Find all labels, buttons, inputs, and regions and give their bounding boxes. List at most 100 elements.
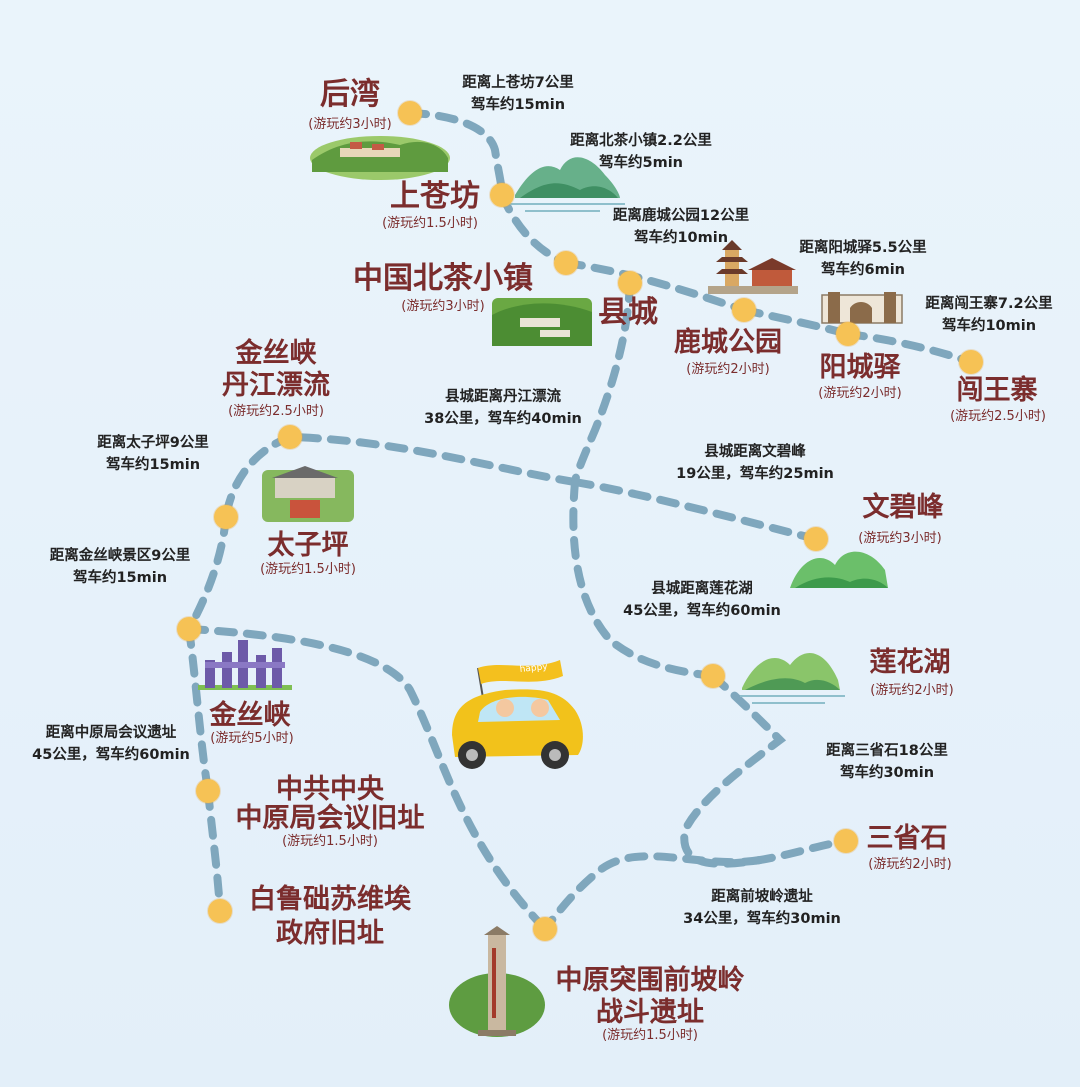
village-icon — [262, 466, 354, 522]
distance-line2: 驾车约15min — [105, 457, 201, 474]
distance-line1: 距离上苍坊7公里 — [462, 75, 574, 91]
spot-houwan-name: 后湾 — [320, 77, 380, 112]
car-icon — [452, 660, 583, 769]
spot-jinsixia-rafting-name2: 丹江漂流 — [222, 370, 330, 401]
spot-wenbifeng-name: 文碧峰 — [862, 492, 944, 523]
spot-qianpoling-duration: (游玩约1.5小时) — [602, 1028, 698, 1043]
car-flag-text: happy — [519, 662, 549, 675]
distance-label: 距离金丝峡景区9公里 驾车约15min — [50, 545, 191, 590]
village-icon — [310, 136, 450, 180]
dot-bailu — [208, 899, 232, 923]
distance-label: 县城距离文碧峰 19公里，驾车约25min — [676, 441, 834, 486]
distance-line1: 距离前坡岭遗址 — [711, 889, 813, 905]
distance-line2: 驾车约10min — [633, 230, 729, 247]
distance-line2: 驾车约10min — [941, 318, 1037, 335]
dot-wenbifeng — [804, 527, 828, 551]
distance-label: 距离鹿城公园12公里 驾车约10min — [613, 205, 749, 250]
route-sanshengshi-qianpoling — [541, 852, 764, 933]
distance-line2: 19公里，驾车约25min — [676, 466, 834, 483]
spot-shangcangfang-name: 上苍坊 — [390, 179, 480, 214]
spot-lianhuahu-name: 莲花湖 — [869, 647, 951, 678]
distance-line2: 34公里，驾车约30min — [683, 911, 841, 928]
distance-label: 县城距离丹江漂流 38公里，驾车约40min — [424, 386, 582, 431]
distance-line1: 距离鹿城公园12公里 — [612, 208, 750, 224]
spot-taiziping-duration: (游玩约1.5小时) — [260, 562, 356, 577]
distance-label: 距离北茶小镇2.2公里 驾车约5min — [570, 130, 712, 175]
distance-line1: 距离太子坪9公里 — [97, 435, 209, 451]
route-beicha-luchengpark — [562, 259, 748, 314]
distance-label: 距离上苍坊7公里 驾车约15min — [462, 72, 574, 117]
route-danjiang — [286, 433, 579, 486]
spot-bailu-name2: 政府旧址 — [276, 918, 384, 949]
distance-line2: 驾车约15min — [470, 97, 566, 114]
spot-luchengpark-duration: (游玩约2小时) — [686, 362, 770, 377]
dot-qianpoling — [533, 917, 557, 941]
spot-chuangwangzhai-duration: (游玩约2.5小时) — [950, 409, 1046, 424]
dot-yangchengyi — [836, 322, 860, 346]
dot-chuangwangzhai — [959, 350, 983, 374]
route-lianhuahu — [569, 478, 717, 680]
gate-icon — [821, 292, 903, 324]
dot-shangcangfang — [490, 183, 514, 207]
spot-sanshengshi-duration: (游玩约2小时) — [868, 857, 952, 872]
route-shangcangfang-beicha — [498, 191, 570, 267]
route-wenbifeng — [571, 478, 820, 543]
spot-bailu-name1: 白鲁础苏维埃 — [249, 884, 411, 915]
mountain-icon — [740, 653, 845, 704]
mountain-icon — [790, 551, 888, 588]
distance-line1: 距离北茶小镇2.2公里 — [570, 133, 712, 149]
dot-meeting — [196, 779, 220, 803]
distance-label: 距离闯王寨7.2公里 驾车约10min — [925, 293, 1052, 338]
spot-wenbifeng-duration: (游玩约3小时) — [858, 531, 942, 546]
route-meeting-bailu — [204, 787, 224, 915]
distance-line1: 距离阳城驿5.5公里 — [799, 240, 927, 256]
spot-meeting-duration: (游玩约1.5小时) — [282, 834, 378, 849]
spot-lianhuahu-duration: (游玩约2小时) — [870, 683, 954, 698]
pagoda-icon — [708, 240, 798, 294]
spot-shangcangfang-duration: (游玩约1.5小时) — [382, 216, 478, 231]
dot-jinsixia — [177, 617, 201, 641]
distance-line1: 县城距离文碧峰 — [704, 444, 806, 460]
route-jinsixia-qianpoling — [185, 625, 549, 933]
spot-luchengpark-name: 鹿城公园 — [674, 327, 782, 358]
distance-label: 距离太子坪9公里 驾车约15min — [97, 432, 209, 477]
distance-label: 距离三省石18公里 驾车约30min — [826, 740, 948, 785]
distance-line1: 距离金丝峡景区9公里 — [49, 548, 191, 564]
spot-jinsixia-rafting-name1: 金丝峡 — [235, 338, 317, 369]
spot-meeting-name1: 中共中央 — [276, 774, 384, 805]
spot-yangchengyi-duration: (游玩约2小时) — [818, 386, 902, 401]
spot-beicha-duration: (游玩约3小时) — [401, 299, 485, 314]
dot-lianhuahu — [701, 664, 725, 688]
spot-jinsixia-rafting-duration: (游玩约2.5小时) — [228, 404, 324, 419]
spot-meeting-name2: 中原局会议旧址 — [235, 803, 425, 834]
spot-houwan-duration: (游玩约3小时) — [308, 117, 392, 132]
spot-taiziping-name: 太子坪 — [267, 530, 349, 561]
spot-jinsixia-name: 金丝峡 — [209, 700, 291, 731]
distance-line1: 县城距离莲花湖 — [651, 581, 753, 597]
distance-line2: 45公里，驾车约60min — [32, 747, 190, 764]
distance-line2: 驾车约30min — [839, 765, 935, 782]
spot-yangchengyi-name: 阳城驿 — [819, 352, 901, 383]
distance-label: 县城距离莲花湖 45公里，驾车约60min — [623, 578, 781, 623]
route-houwan-shangcangfang — [406, 109, 506, 199]
distance-line1: 县城距离丹江漂流 — [444, 389, 561, 405]
mountain-icon — [510, 157, 625, 212]
spot-chuangwangzhai-name: 闯王寨 — [956, 375, 1038, 406]
spot-xiancheng-name: 县城 — [598, 295, 658, 330]
spot-qianpoling-name1: 中原突围前坡岭 — [555, 965, 745, 996]
spot-sanshengshi-name: 三省石 — [866, 823, 948, 854]
distance-line2: 45公里，驾车约60min — [623, 603, 781, 620]
distance-label: 距离中原局会议遗址 45公里，驾车约60min — [32, 722, 190, 767]
route-yangchengyi-chuangwangzhai — [844, 330, 975, 366]
dot-taiziping — [214, 505, 238, 529]
dot-houwan — [398, 101, 422, 125]
route-xiancheng-south — [571, 279, 634, 486]
dot-danjiang — [278, 425, 302, 449]
landscape-icon — [492, 298, 592, 346]
distance-label: 距离阳城驿5.5公里 驾车约6min — [799, 237, 926, 282]
distance-line1: 距离中原局会议遗址 — [45, 725, 177, 741]
route-taiziping-jinsixia — [185, 513, 230, 633]
distance-line1: 距离闯王寨7.2公里 — [925, 296, 1053, 312]
